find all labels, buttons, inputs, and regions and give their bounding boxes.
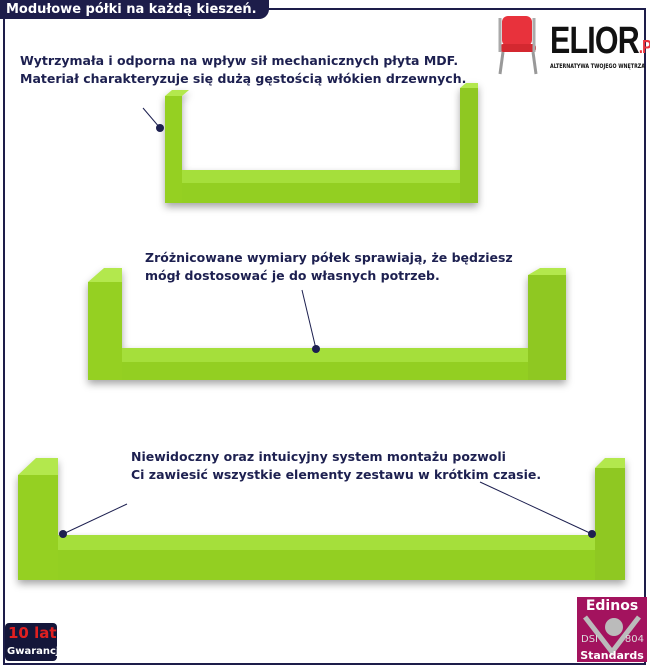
chair-icon xyxy=(498,16,538,75)
page-frame xyxy=(3,8,646,665)
checkmark-icon xyxy=(583,615,641,657)
shelf-small xyxy=(165,83,478,203)
callout-mounting: Niewidoczny oraz intuicyjny system monta… xyxy=(131,449,542,482)
warranty-badge: 10 lat Gwarancji xyxy=(5,623,63,661)
pointer-dot xyxy=(312,345,320,353)
pointer-dot xyxy=(588,530,596,538)
shelf-large xyxy=(18,458,625,580)
edinos-certificate-badge: Edinos DSI 804 Standards xyxy=(577,597,647,662)
elior-logo: ELIOR.PL ALTERNATYWA TWOJEGO WNĘTRZA xyxy=(488,12,650,77)
shelf-medium xyxy=(88,268,566,380)
callout-material: Wytrzymała i odporna na wpływ sił mechan… xyxy=(20,53,467,86)
callout-sizes: Zróżnicowane wymiary półek sprawiają, że… xyxy=(145,250,513,283)
page-title: Modułowe półki na każdą kieszeń. xyxy=(0,0,269,19)
pointer-dot xyxy=(156,124,164,132)
pointer-dot xyxy=(59,530,67,538)
